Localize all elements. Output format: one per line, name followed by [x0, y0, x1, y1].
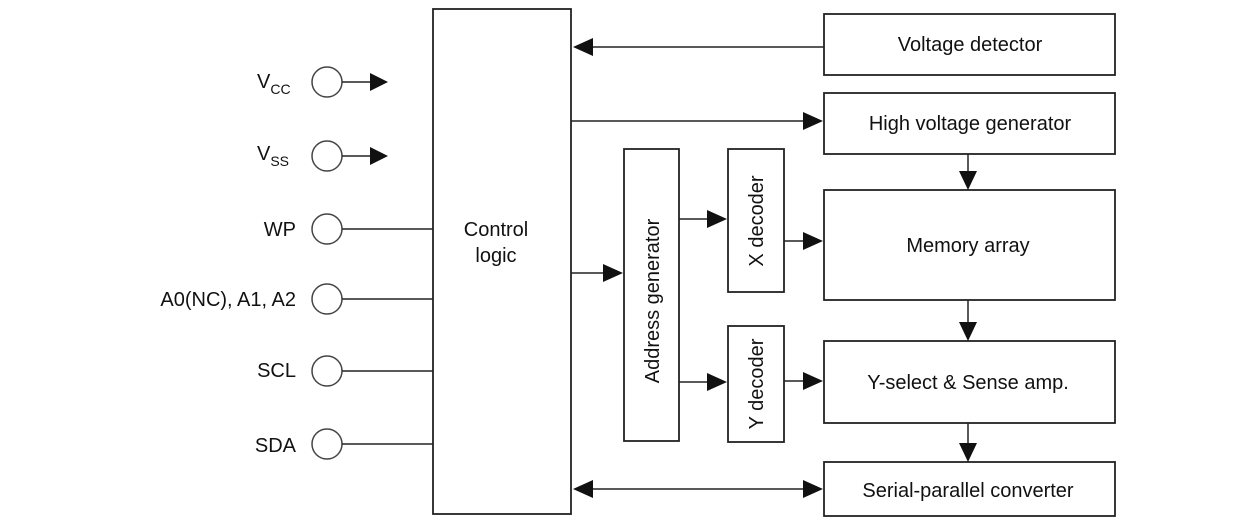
pin-scl: SCL	[257, 355, 433, 387]
scl-pin-circle	[311, 355, 343, 387]
vcc-arrow-icon	[370, 73, 388, 91]
control-logic-label-2: logic	[475, 245, 516, 267]
x-decoder-label: X decoder	[746, 175, 768, 267]
voltage-detector-arrow-icon	[573, 38, 593, 56]
serial-to-control-arrow-icon	[573, 480, 593, 498]
high-voltage-generator-label: High voltage generator	[869, 113, 1072, 135]
x-decoder-to-memory-arrow-icon	[803, 232, 823, 250]
svg-text:VCC: VCC	[257, 71, 291, 97]
serial-parallel-arrow-icon	[959, 443, 977, 462]
y-select-sense-amp-label: Y-select & Sense amp.	[867, 372, 1069, 394]
high-voltage-generator-block	[823, 92, 1116, 155]
memory-array-block	[823, 189, 1116, 301]
vss-pin-circle	[311, 140, 343, 172]
serial-parallel-converter-label: Serial-parallel converter	[862, 480, 1074, 502]
x-decoder-block	[727, 148, 785, 293]
memory-array-label: Memory array	[906, 235, 1029, 257]
vss-sub: SS	[270, 153, 289, 169]
sda-pin-circle	[311, 428, 343, 460]
vcc-sub: CC	[270, 81, 290, 97]
address-generator-arrow-icon	[603, 264, 623, 282]
control-logic-block	[432, 8, 572, 515]
y-select-sense-amp-block	[823, 340, 1116, 424]
serial-parallel-converter-block	[823, 461, 1116, 517]
control-logic-label-1: Control	[464, 219, 528, 241]
scl-label: SCL	[257, 360, 296, 382]
pin-vcc: VCC	[257, 66, 388, 98]
wp-pin-circle	[311, 213, 343, 245]
vss-label: V	[257, 143, 271, 165]
control-to-serial-arrow-icon	[803, 480, 823, 498]
pin-vss: VSS	[257, 140, 388, 172]
vcc-pin-circle	[311, 66, 343, 98]
vcc-label: V	[257, 71, 271, 93]
address-pins-label: A0(NC), A1, A2	[160, 289, 296, 311]
y-decoder-arrow-icon	[707, 373, 727, 391]
pin-wp: WP	[264, 213, 433, 245]
address-generator-block	[623, 148, 680, 442]
y-select-arrow-icon	[959, 322, 977, 341]
y-decoder-label: Y decoder	[746, 338, 768, 429]
wp-label: WP	[264, 219, 296, 241]
sda-label: SDA	[255, 435, 297, 457]
pin-address: A0(NC), A1, A2	[160, 283, 433, 315]
address-pin-circle	[311, 283, 343, 315]
high-voltage-arrow-icon	[803, 112, 823, 130]
voltage-detector-block	[823, 13, 1116, 76]
svg-text:VSS: VSS	[257, 143, 289, 169]
address-generator-label: Address generator	[642, 218, 664, 383]
vss-arrow-icon	[370, 147, 388, 165]
pin-sda: SDA	[255, 428, 433, 460]
voltage-detector-label: Voltage detector	[898, 34, 1043, 56]
x-decoder-arrow-icon	[707, 210, 727, 228]
y-decoder-block	[727, 325, 785, 443]
y-decoder-to-y-select-arrow-icon	[803, 372, 823, 390]
memory-array-arrow-icon	[959, 171, 977, 190]
